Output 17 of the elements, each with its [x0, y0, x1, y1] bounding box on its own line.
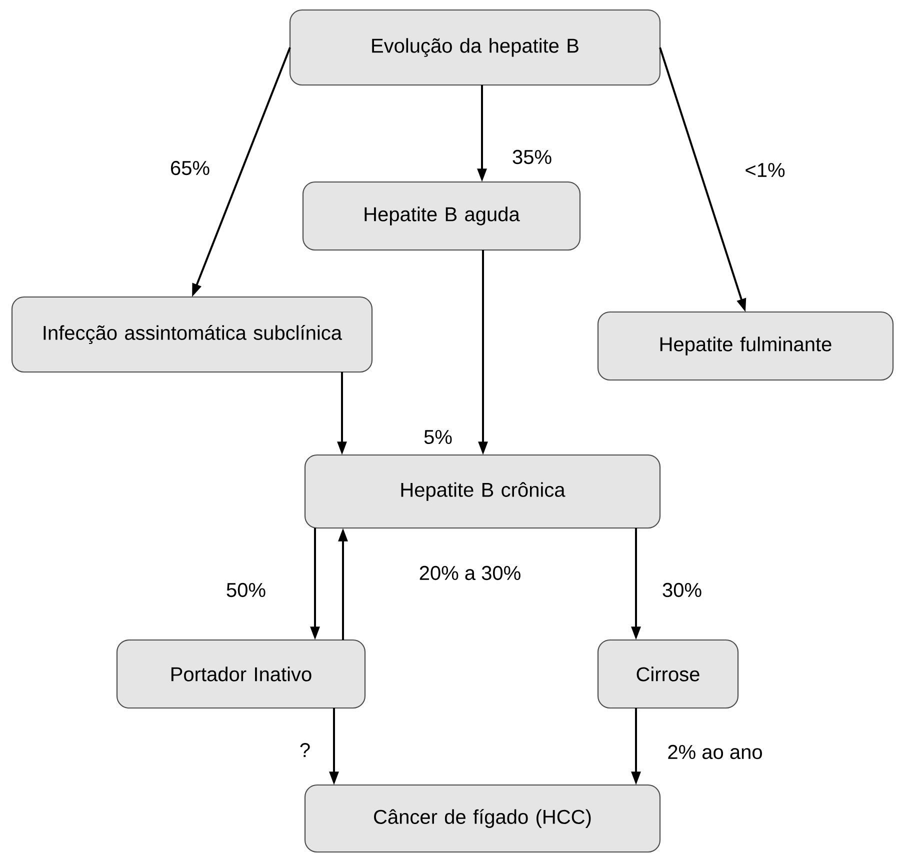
edge-label: <1% — [743, 162, 787, 178]
edge-label: 20% a 30% — [418, 564, 522, 582]
process-box: Hepatite B crônica — [304, 454, 661, 529]
edge-label: ? — [298, 742, 312, 758]
process-box: Evolução da hepatite B — [289, 9, 661, 86]
edge-label: 5% — [422, 428, 454, 446]
edge-label: 65% — [168, 160, 212, 176]
process-box: Cirrose — [597, 639, 739, 709]
process-box: Hepatite fulminante — [597, 311, 894, 381]
edge-label: 35% — [510, 148, 554, 166]
edge-label: 2% ao ano — [666, 744, 764, 760]
process-box: Infecção assintomática subclínica — [11, 296, 373, 373]
process-box: Portador Inativo — [116, 639, 366, 709]
process-box: Hepatite B aguda — [302, 181, 581, 251]
edge-label: 50% — [224, 582, 268, 598]
process-box: Câncer de fígado (HCC) — [304, 784, 661, 853]
edge-label: 30% — [660, 582, 704, 598]
